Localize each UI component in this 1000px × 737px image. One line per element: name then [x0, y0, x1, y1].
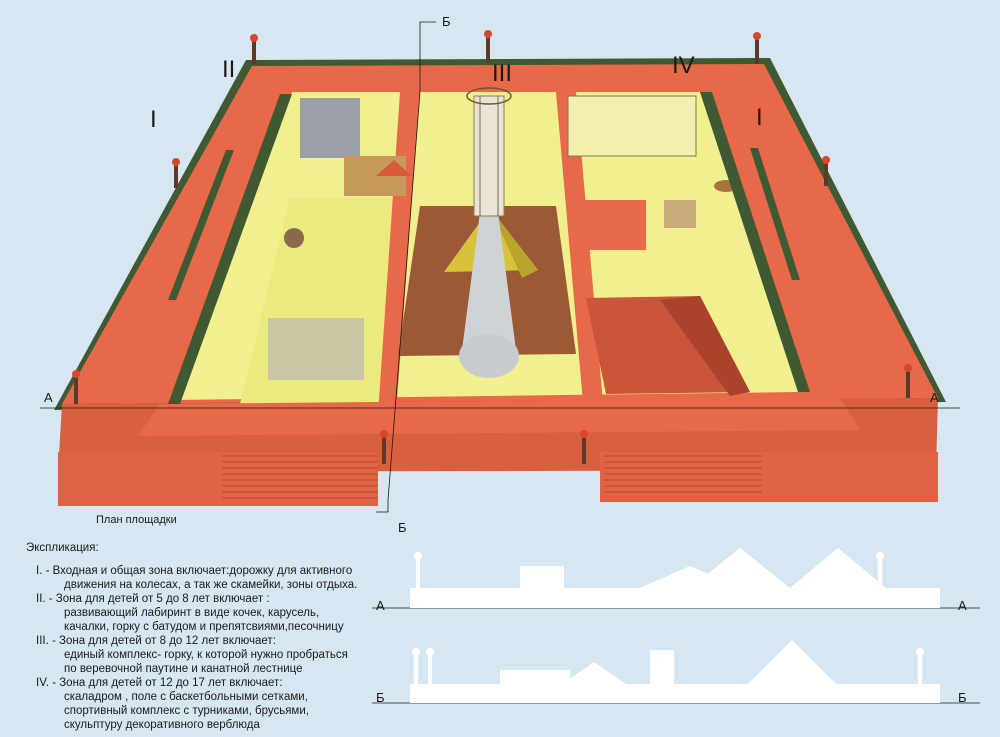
zone-iv-climbing-wall: [576, 200, 646, 250]
carousel: [284, 228, 304, 248]
section-bb-label-right: Б: [958, 690, 967, 705]
explication-line: скаладром , поле с баскетбольными сеткам…: [64, 691, 308, 703]
front-promenade: [138, 398, 860, 436]
explication-line: развивающий лабиринт в виде кочек, карус…: [64, 607, 320, 619]
rope-tower: [473, 95, 505, 217]
zone-label-i-right: I: [756, 104, 763, 131]
section-mark-b-top: Б: [442, 14, 451, 29]
section-bb-label-left: Б: [376, 690, 385, 705]
basketball-court: [567, 95, 697, 157]
front-steps-right: [604, 455, 762, 493]
center-path-right: [556, 92, 604, 414]
section-mark-a-left: А: [44, 390, 53, 405]
lamp-posts: [72, 30, 912, 464]
explication-title: Экспликация:: [26, 542, 99, 554]
section-aa-label-left: А: [376, 598, 385, 613]
explication-line: спортивный комплекс с турниками, брусьям…: [64, 705, 309, 717]
hedge-right-inner: [700, 92, 810, 392]
explication-line: IV. - Зона для детей от 12 до 17 лет вкл…: [36, 677, 283, 689]
zone-ii-slide-complex: [300, 98, 360, 158]
explication-line: единый комплекс- горку, к которой нужно …: [64, 649, 348, 661]
explication-line: движения на колесах, а так же скамейки, …: [64, 579, 358, 591]
zone-iv-bars: [664, 200, 696, 228]
explication-line: качалки, горку с батудом и препятсвиями,…: [64, 621, 344, 633]
section-mark-a-right: А: [930, 390, 939, 405]
explication-line: скульптуру декоративного верблюда: [64, 719, 260, 731]
plan-caption: План площадки: [96, 514, 177, 526]
zone-label-iv: IV: [672, 52, 695, 79]
slide-ramp: [462, 212, 516, 350]
slide-landing-pad: [459, 334, 519, 378]
hedge-left-inner: [168, 94, 292, 404]
zone-label-iii: III: [492, 60, 513, 87]
explication-line: по веревочной паутине и канатной лестниц…: [64, 663, 303, 675]
section-mark-b-bottom: Б: [398, 520, 407, 535]
hedge-left-outer: [168, 150, 234, 300]
zone-ii-maze: [268, 318, 364, 380]
section-line-bb: [376, 21, 436, 513]
section-aa-label-right: А: [958, 598, 967, 613]
zone-label-i-left: I: [150, 106, 157, 133]
explication-line: I. - Входная и общая зона включает:дорож…: [36, 565, 353, 577]
explication-line: II. - Зона для детей от 5 до 8 лет включ…: [36, 593, 270, 605]
section-aa-drawing: [372, 548, 980, 609]
section-bb-drawing: [372, 640, 980, 704]
explication-line: III. - Зона для детей от 8 до 12 лет вкл…: [36, 635, 276, 647]
front-steps-right-block: [600, 452, 938, 502]
front-steps-left: [222, 455, 378, 499]
center-path-left: [378, 92, 420, 414]
hedge-right-outer: [750, 148, 800, 280]
front-steps-left-block: [58, 452, 378, 506]
sandbox-roof: [376, 160, 412, 176]
zone-label-ii: II: [222, 56, 236, 83]
